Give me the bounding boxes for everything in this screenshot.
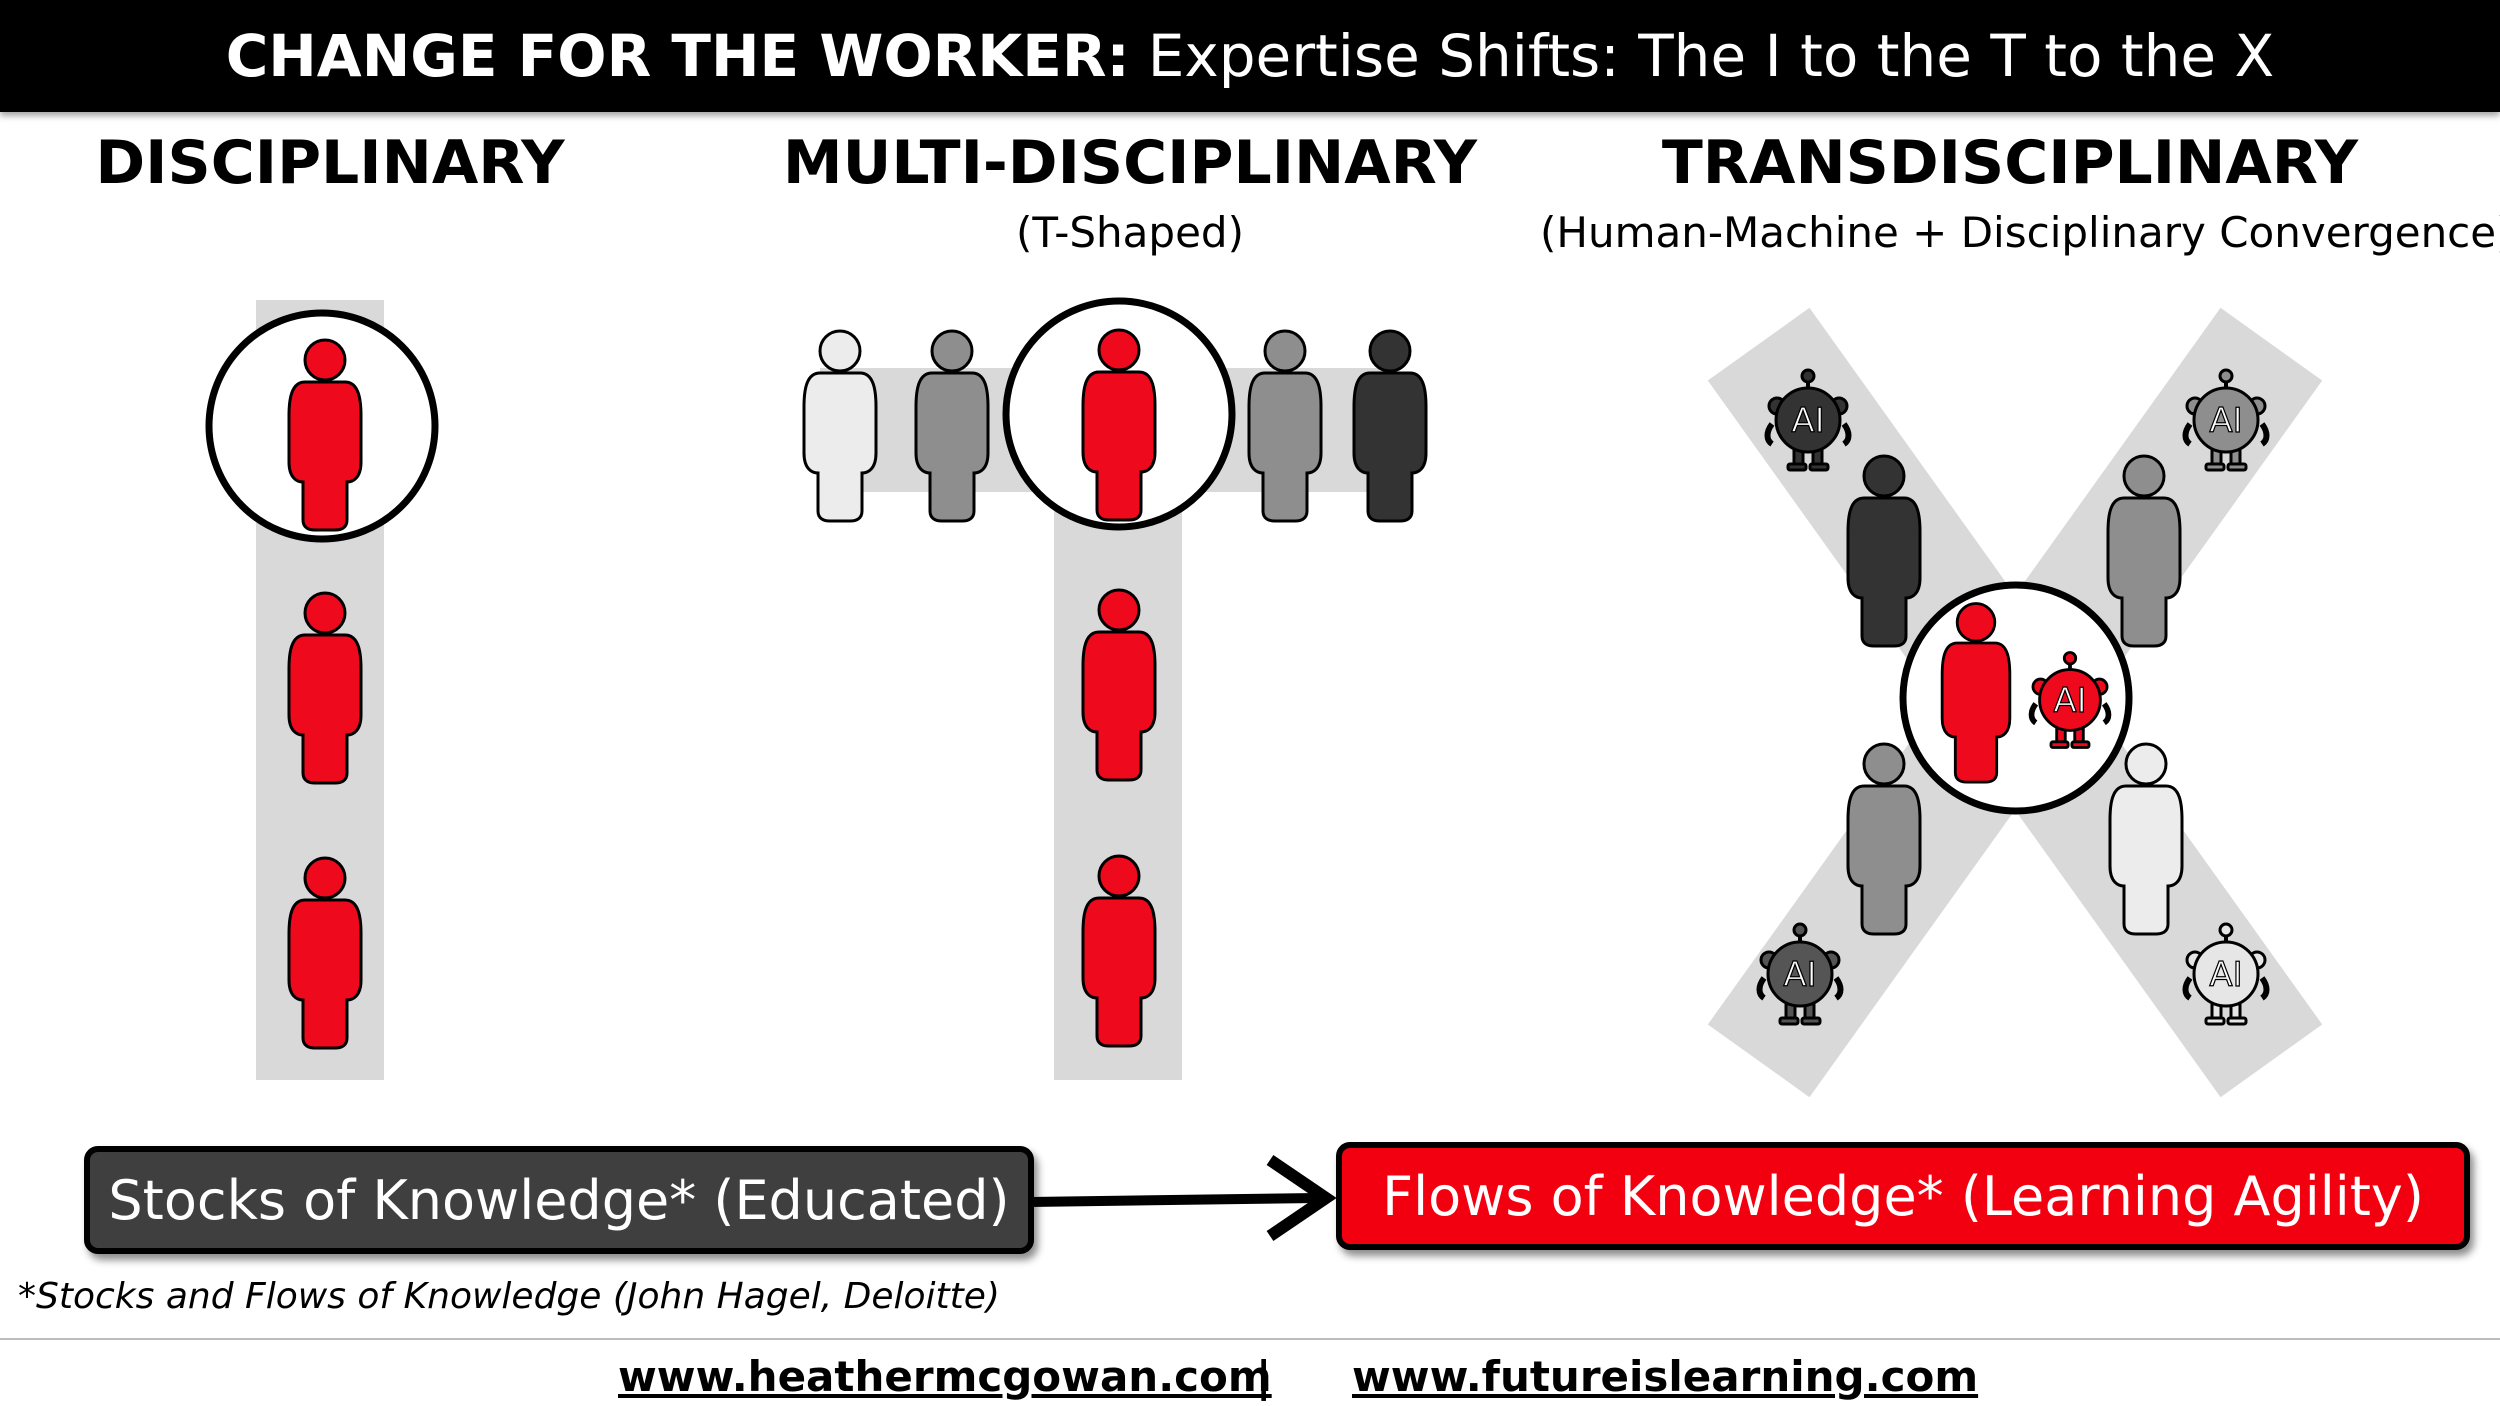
robot-label-bottom-left: AI [1783,955,1816,995]
multi-person-dark [1352,329,1428,523]
column-subtitle-transdisciplinary: (Human-Machine + Disciplinary Convergenc… [1540,208,2500,257]
disciplinary-i-shape [205,300,439,1080]
progression-arrow [1029,1155,1337,1241]
robot-label-top-left: AI [1791,401,1824,441]
arrow-head [1266,1155,1337,1241]
header-title-bold: CHANGE FOR THE WORKER: [225,22,1130,90]
robot-label-highlight: AI [2053,681,2086,721]
multi-disciplinary-t-shape [802,297,1428,1080]
header-bar: CHANGE FOR THE WORKER: Expertise Shifts:… [0,0,2500,112]
column-title-multi-disciplinary: MULTI-DISCIPLINARY [782,128,1478,198]
column-title-transdisciplinary: TRANSDISCIPLINARY [1661,128,2359,198]
column-subtitle-multi-disciplinary: (T-Shaped) [1016,208,1244,257]
transdisciplinary-x-shape: AI AI AI AI AI [1707,307,2323,1098]
flows-of-knowledge-box: Flows of Knowledge* (Learning Agility) [1336,1142,2470,1250]
arrow-shaft [1029,1193,1319,1207]
robot-label-top-right: AI [2209,401,2242,441]
column-title-disciplinary: DISCIPLINARY [95,128,565,198]
footer-divider [0,1338,2500,1340]
multi-person-gray [914,329,990,523]
multi-person-light [802,329,878,523]
stocks-of-knowledge-box: Stocks of Knowledge* (Educated) [84,1146,1034,1254]
multi-person-gray-2 [1247,329,1323,523]
footer-separator: | [1256,1352,1272,1401]
footer-link-futureislearning[interactable]: www.futureislearning.com [1352,1352,1979,1401]
footnote: *Stocks and Flows of Knowledge (John Hag… [18,1276,1000,1317]
footer-link-heathermcgowan[interactable]: www.heathermcgowan.com [618,1352,1272,1401]
robot-label-bottom-right: AI [2209,955,2242,995]
header-title-rest: Expertise Shifts: The I to the T to the … [1147,22,2275,90]
